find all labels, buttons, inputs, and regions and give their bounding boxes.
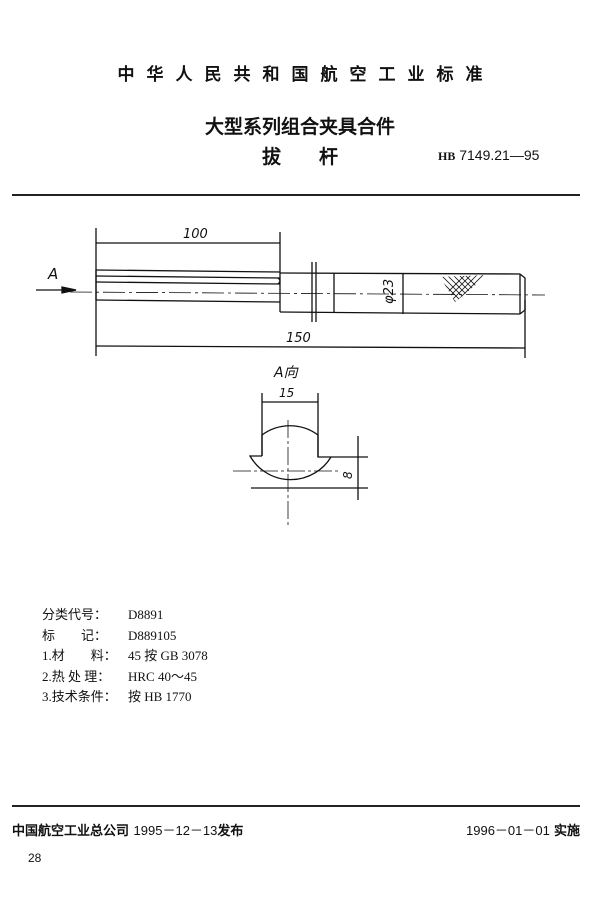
body-bottom-edge [279, 311, 521, 315]
technical-drawing: A 100 150 φ23 A向 15 8 [36, 227, 546, 525]
dim-label-8: 8 [341, 471, 355, 479]
view-label-a: A [47, 265, 58, 283]
note-label: 2.热 处 理： [42, 668, 111, 684]
view-arrow-head [61, 286, 77, 294]
part-name-char-1: 拔 [261, 146, 281, 168]
effective-date: 1996－01－01 [466, 823, 550, 838]
note-label: 分类代号： [42, 607, 108, 622]
effective-word: 实施 [553, 824, 580, 839]
knurl-pattern [440, 275, 487, 302]
shaft-top-edge [95, 269, 281, 273]
issuer: 中国航空工业总公司 [12, 824, 130, 839]
footer-rule [12, 805, 580, 807]
spline-line-1 [95, 275, 281, 279]
issue-date: 1995－12－13 [133, 823, 218, 838]
dim-label-diameter: φ23 [382, 279, 397, 304]
centerline [69, 291, 546, 296]
dim-label-100: 100 [183, 227, 208, 242]
note-marking: 标 记： D889105 [42, 626, 208, 647]
spline-line-2 [95, 281, 281, 285]
section-outline-lower [248, 455, 332, 481]
note-classification: 分类代号： D8891 [42, 605, 208, 626]
note-technical-conditions: 3.技术条件： 按 HB 1770 [42, 687, 208, 708]
section-view-a [248, 393, 368, 500]
standard-body-title: 中华人民共和国航空工业标准 [117, 65, 495, 85]
standard-code: HB 7149.21—95 [438, 147, 539, 164]
issue-word: 发布 [217, 824, 244, 839]
dim-label-150: 150 [286, 331, 311, 346]
note-value: 按 HB 1770 [128, 689, 192, 704]
body-end-chamfer [519, 273, 526, 315]
note-value: D889105 [128, 627, 177, 643]
dim-line-150 [95, 345, 526, 349]
note-value: D8891 [128, 607, 164, 622]
standard-number: 7149.21—95 [459, 147, 540, 163]
body-top-edge [279, 272, 521, 275]
shaft-bottom-edge [95, 299, 281, 303]
note-label: 3.技术条件： [42, 689, 117, 704]
notes-block: 分类代号： D8891 标 记： D889105 1.材 料： 45 按 GB 307… [42, 605, 208, 708]
page-number: 28 [28, 851, 42, 865]
note-label: 标 记： [42, 627, 108, 643]
note-material: 1.材 料： 45 按 GB 3078 [42, 646, 208, 667]
dim-label-15: 15 [279, 386, 294, 400]
series-title: 大型系列组合夹具合件 [204, 116, 395, 138]
note-value: 45 按 GB 3078 [128, 648, 208, 663]
note-value: HRC 40～45 [128, 668, 197, 684]
section-view-label: A向 [273, 365, 300, 381]
note-label: 1.材 料： [42, 648, 117, 663]
header-rule [12, 194, 580, 196]
effective-info: 1996－01－01 实施 [466, 820, 580, 839]
issue-info: 中国航空工业总公司 1995－12－13发布 [12, 820, 243, 839]
section-top-profile [261, 425, 331, 458]
part-name-char-2: 杆 [319, 146, 339, 168]
note-heat-treatment: 2.热 处 理： HRC 40～45 [42, 667, 208, 688]
part-name: 拔杆 [0, 142, 600, 169]
standard-prefix: HB [438, 149, 456, 163]
